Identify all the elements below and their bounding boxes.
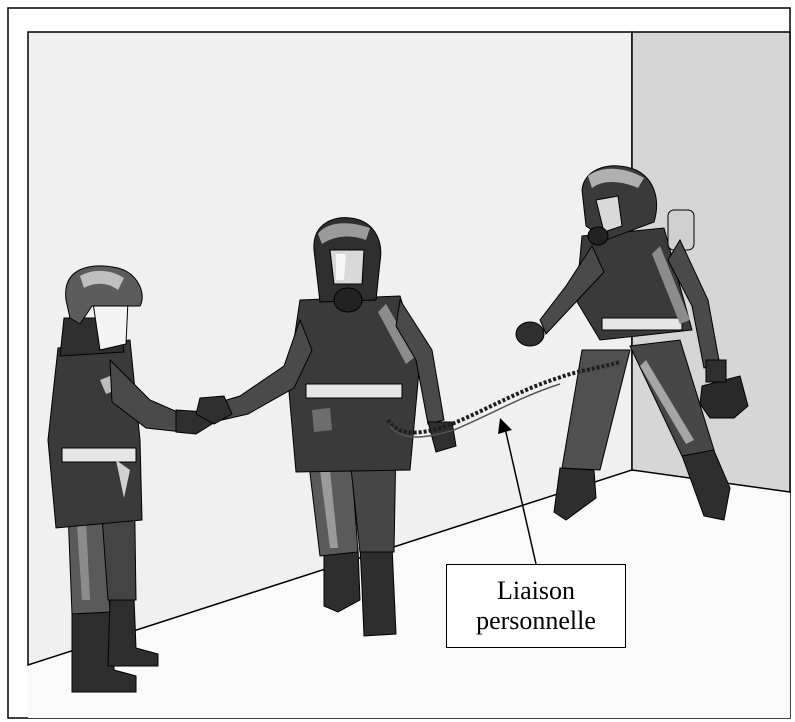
annotation-label-line-1: Liaison [497, 576, 575, 606]
annotation-label: Liaison personnelle [446, 564, 626, 648]
annotation-label-line-2: personnelle [476, 606, 596, 636]
